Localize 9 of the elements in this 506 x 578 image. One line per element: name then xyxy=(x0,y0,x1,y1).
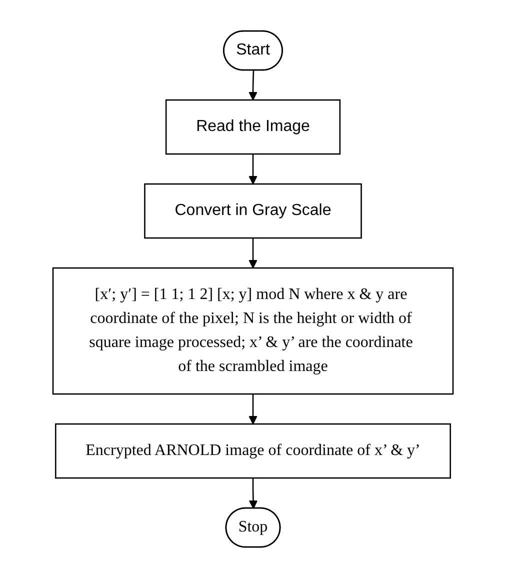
node-box: Read the Image xyxy=(165,99,341,155)
arrow xyxy=(248,478,258,509)
node-box: Convert in Gray Scale xyxy=(144,183,362,239)
arrow xyxy=(248,70,258,100)
arrow xyxy=(248,238,258,268)
node-box: [x′; y′] = [1 1; 1 2] [x; y] mod N where x & y are coordinate of the pixel; N is the height or width of square image processed; x’ & y’ are the coordinate of the scrambled image xyxy=(52,267,454,395)
node-box: Encrypted ARNOLD image of coordinate of x’ & y’ xyxy=(55,423,451,479)
arrow xyxy=(248,154,258,184)
arrow xyxy=(248,394,258,424)
